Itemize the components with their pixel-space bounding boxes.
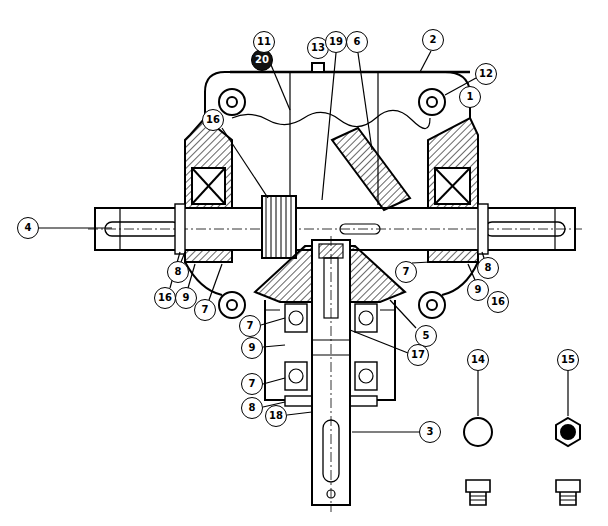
callout-number: 7 — [395, 261, 417, 283]
callout-number: 7 — [239, 315, 261, 337]
callout-number: 9 — [241, 337, 263, 359]
callout-number: 9 — [467, 279, 489, 301]
callout-number: 17 — [407, 344, 429, 366]
callout-number: 8 — [167, 261, 189, 283]
callout-number: 3 — [419, 421, 441, 443]
callout-number: 16 — [487, 291, 509, 313]
callout-number: 16 — [202, 109, 224, 131]
callout-number: 15 — [557, 349, 579, 371]
callout-number: 7 — [194, 299, 216, 321]
callout-number: 4 — [17, 217, 39, 239]
callout-number: 8 — [241, 397, 263, 419]
callout-number: 2 — [422, 29, 444, 51]
callout-number: 6 — [346, 31, 368, 53]
callout-number: 14 — [467, 349, 489, 371]
callout-number: 12 — [475, 63, 497, 85]
callout-number: 11 — [253, 31, 275, 53]
callout-number: 16 — [154, 287, 176, 309]
callout-number: 18 — [265, 405, 287, 427]
callout-number: 7 — [241, 373, 263, 395]
callout-number: 8 — [477, 257, 499, 279]
callout-number: 19 — [325, 31, 347, 53]
callout-number: 1 — [459, 86, 481, 108]
